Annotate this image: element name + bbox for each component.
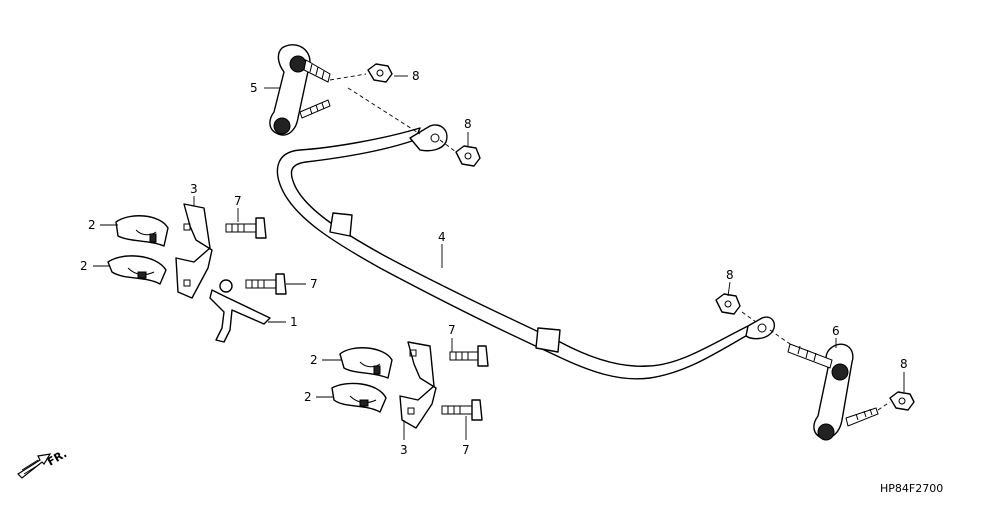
bolt-holder-center-lower[interactable] [441,399,483,421]
holder-center[interactable] [399,341,437,429]
callout-nut-top: 8 [412,69,420,83]
nut-bar-left[interactable] [455,145,481,167]
callout-bushing-lower-center: 2 [304,390,312,404]
callout-holder-center: 3 [400,443,408,457]
callout-bushing-upper-left: 2 [88,218,96,232]
bolt-holder-left-lower[interactable] [245,273,287,295]
callout-bolt-left-upper: 7 [234,194,242,208]
callout-bracket: 1 [290,315,298,329]
stabilizer-bar[interactable] [276,124,776,380]
front-direction-arrow: FR. [17,447,69,479]
leader-lines [93,75,905,440]
callout-bushing-lower-left: 2 [80,259,88,273]
callout-bolt-center-upper: 7 [448,323,456,337]
nut-top[interactable] [367,63,393,83]
bushing-lower-left[interactable] [107,255,167,285]
nut-bar-right[interactable] [715,293,741,315]
diagram-code: HP84F2700 [880,482,943,495]
holder-left[interactable] [175,203,213,299]
nut-link-right[interactable] [889,391,915,411]
callout-bushing-upper-center: 2 [310,353,318,367]
bracket-left[interactable] [209,279,271,343]
callout-link-left: 5 [250,81,258,95]
callout-holder-left: 3 [190,182,198,196]
direction-label: FR. [45,447,69,468]
stabilizer-link-right[interactable] [787,343,879,441]
bolt-holder-center-upper[interactable] [449,345,489,367]
bushing-upper-left[interactable] [115,215,169,247]
callout-stabilizer-bar: 4 [438,230,446,244]
bolt-holder-left-upper[interactable] [225,217,267,239]
callout-bolt-center-lower: 7 [462,443,470,457]
callout-nut-link-right: 8 [900,357,908,371]
bushing-lower-center[interactable] [331,382,387,413]
callout-bolt-left-lower: 7 [310,277,318,291]
bushing-upper-center[interactable] [339,347,393,379]
callout-link-right: 6 [832,324,840,338]
callout-nut-bar-left: 8 [464,117,472,131]
callout-nut-bar-right: 8 [726,268,734,282]
stabilizer-link-left[interactable] [269,44,331,136]
